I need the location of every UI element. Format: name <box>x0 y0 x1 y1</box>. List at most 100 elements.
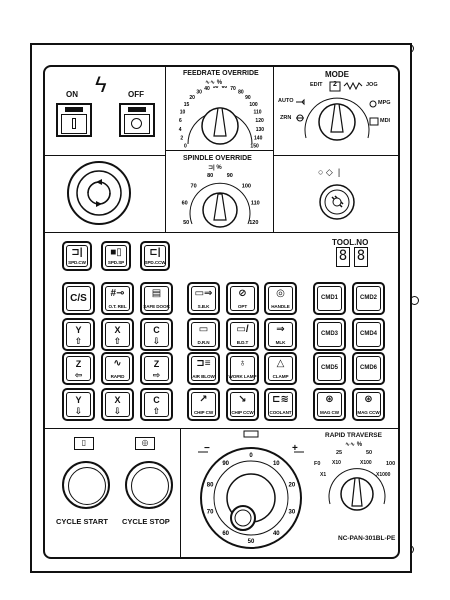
key-icon: ⊐≡ <box>196 358 211 369</box>
key-icon: ⊏≋ <box>272 394 289 405</box>
key-row3-2[interactable]: X ⇧ <box>101 318 134 351</box>
key-row5-1[interactable]: Y ⇩ <box>62 388 95 421</box>
key-legend: CMD2 <box>359 295 377 301</box>
key-row4-2[interactable]: ∿RAPID <box>101 352 134 385</box>
key-row4-5[interactable]: ♁WORK LAMP <box>226 352 259 385</box>
key-row2-5[interactable]: ⊘OPT <box>226 282 259 315</box>
key-row3-4[interactable]: ▭D.R.N <box>187 318 220 351</box>
cycle-start-button[interactable] <box>62 461 110 509</box>
key-row3-6[interactable]: ⇒MLK <box>264 318 297 351</box>
key-row5-5[interactable]: ↘CHIP CCW <box>226 388 259 421</box>
mpg-plus: + <box>292 443 298 454</box>
key-label: CHIP CW <box>193 410 214 415</box>
dial-scale-label: 20 <box>289 483 296 489</box>
key-label: S.B.K <box>197 304 210 309</box>
mode-auto: AUTO <box>278 98 294 104</box>
key-row1-2[interactable]: ■▯SPD.SP <box>101 241 131 271</box>
key-row2-4[interactable]: ▭⇒ S.B.K <box>187 282 220 315</box>
key-label: HANDLE <box>271 304 290 309</box>
key-label: SPD.CW <box>68 260 86 265</box>
key-row5-4[interactable]: ↗ CHIP CW <box>187 388 220 421</box>
key-row4-1[interactable]: Z ⇦ <box>62 352 95 385</box>
dial-scale-label: 70 <box>230 86 236 92</box>
key-icon: ▤ <box>151 288 162 299</box>
key-label: O.T. REL <box>108 304 127 309</box>
step-x1000: X1000 <box>376 472 391 478</box>
key-label: SAFE DOOR <box>143 304 170 309</box>
key-row2-7[interactable]: CMD1 <box>313 282 346 315</box>
key-label: MAG CW <box>319 410 340 415</box>
power-on-button[interactable] <box>56 103 92 137</box>
key-row3-7[interactable]: CMD3 <box>313 318 346 351</box>
lightning-icon: ϟ <box>95 72 107 97</box>
key-row3-8[interactable]: CMD4 <box>352 318 385 351</box>
key-row5-6[interactable]: ⊏≋COOLANT <box>264 388 297 421</box>
key-icon: ⊛ <box>364 394 373 405</box>
key-row5-8[interactable]: ⊛MAG CCW <box>352 388 385 421</box>
dial-scale-label: 80 <box>238 90 244 96</box>
key-icon: ⊐| <box>71 247 83 258</box>
dial-scale-label: 10 <box>273 461 280 467</box>
key-icon: △ <box>276 358 285 369</box>
key-row3-1[interactable]: Y ⇧ <box>62 318 95 351</box>
key-row1-1[interactable]: ⊐| SPD.CW <box>62 241 92 271</box>
key-row5-2[interactable]: X ⇩ <box>101 388 134 421</box>
dial-scale-label: 140 <box>254 136 263 142</box>
key-icon: ↗ <box>199 394 208 405</box>
mode-mdi: MDI <box>380 118 391 124</box>
key-icon: C ⇧ <box>152 395 161 416</box>
key-row3-5[interactable]: ▭/B.D.T <box>226 318 259 351</box>
emergency-stop-button[interactable] <box>66 160 132 226</box>
key-icon: X ⇧ <box>113 325 122 346</box>
step-x10: X10 <box>332 460 341 466</box>
dial-scale-label: 60 <box>222 531 229 537</box>
key-row4-8[interactable]: CMD6 <box>352 352 385 385</box>
program-protect-key-switch[interactable] <box>318 183 356 221</box>
rapid-traverse-dial[interactable]: F0 25 50 100 X1 X10 X100 X1000 <box>314 448 400 520</box>
cycle-start-label: CYCLE START <box>56 517 108 526</box>
tool-no-title: TOOL.NO <box>332 238 369 247</box>
dial-scale-label: 0 <box>184 144 187 150</box>
key-icon: ♁ <box>238 358 247 369</box>
power-off-button[interactable] <box>119 103 155 137</box>
key-row4-3[interactable]: Z ⇨ <box>140 352 173 385</box>
dial-scale-label: 20 <box>189 95 195 101</box>
mode-selector-dial[interactable]: 2 EDIT JOG AUTO MPG ZRN MDI <box>278 78 396 154</box>
cycle-stop-button[interactable] <box>125 461 173 509</box>
key-row2-8[interactable]: CMD2 <box>352 282 385 315</box>
key-legend: CMD5 <box>320 365 338 371</box>
key-row3-3[interactable]: C ⇩ <box>140 318 173 351</box>
cycle-stop-label: CYCLE STOP <box>122 517 170 526</box>
key-icon: Y ⇧ <box>74 325 83 346</box>
key-icon: ▭⇒ <box>194 288 213 299</box>
key-row5-3[interactable]: C ⇧ <box>140 388 173 421</box>
key-icon: Z ⇨ <box>152 359 161 380</box>
key-icon: Z ⇦ <box>74 359 83 380</box>
model-number: NC-PAN-301BL-PE <box>338 535 396 542</box>
key-icon: ■▯ <box>110 247 122 258</box>
key-row5-7[interactable]: ⊛MAG CW <box>313 388 346 421</box>
key-row4-7[interactable]: CMD5 <box>313 352 346 385</box>
dial-scale-label: 100 <box>242 183 251 189</box>
dial-scale-label: 120 <box>255 118 264 124</box>
dial-scale-label: 150 <box>250 144 259 150</box>
key-row4-6[interactable]: △CLAMP <box>264 352 297 385</box>
key-row2-2[interactable]: #⊸O.T. REL <box>101 282 134 315</box>
rapid-f0: F0 <box>314 461 321 467</box>
key-legend: CMD4 <box>359 331 377 337</box>
key-icon: ↘ <box>238 394 247 405</box>
dial-scale-label: 70 <box>207 509 214 515</box>
rapid-100: 100 <box>386 461 396 467</box>
key-row2-6[interactable]: ◎HANDLE <box>264 282 297 315</box>
rapid-25: 25 <box>336 450 343 456</box>
key-row2-3[interactable]: ▤ SAFE DOOR <box>140 282 173 315</box>
key-row4-4[interactable]: ⊐≡AIR BLOW <box>187 352 220 385</box>
on-symbol-icon <box>72 118 76 129</box>
cycle-stop-lamp: ◎ <box>135 437 155 450</box>
key-row2-1[interactable]: C/S <box>62 282 95 315</box>
key-row1-3[interactable]: ⊏|SPD.CCW <box>140 241 170 271</box>
dial-scale-label: 110 <box>253 110 261 116</box>
